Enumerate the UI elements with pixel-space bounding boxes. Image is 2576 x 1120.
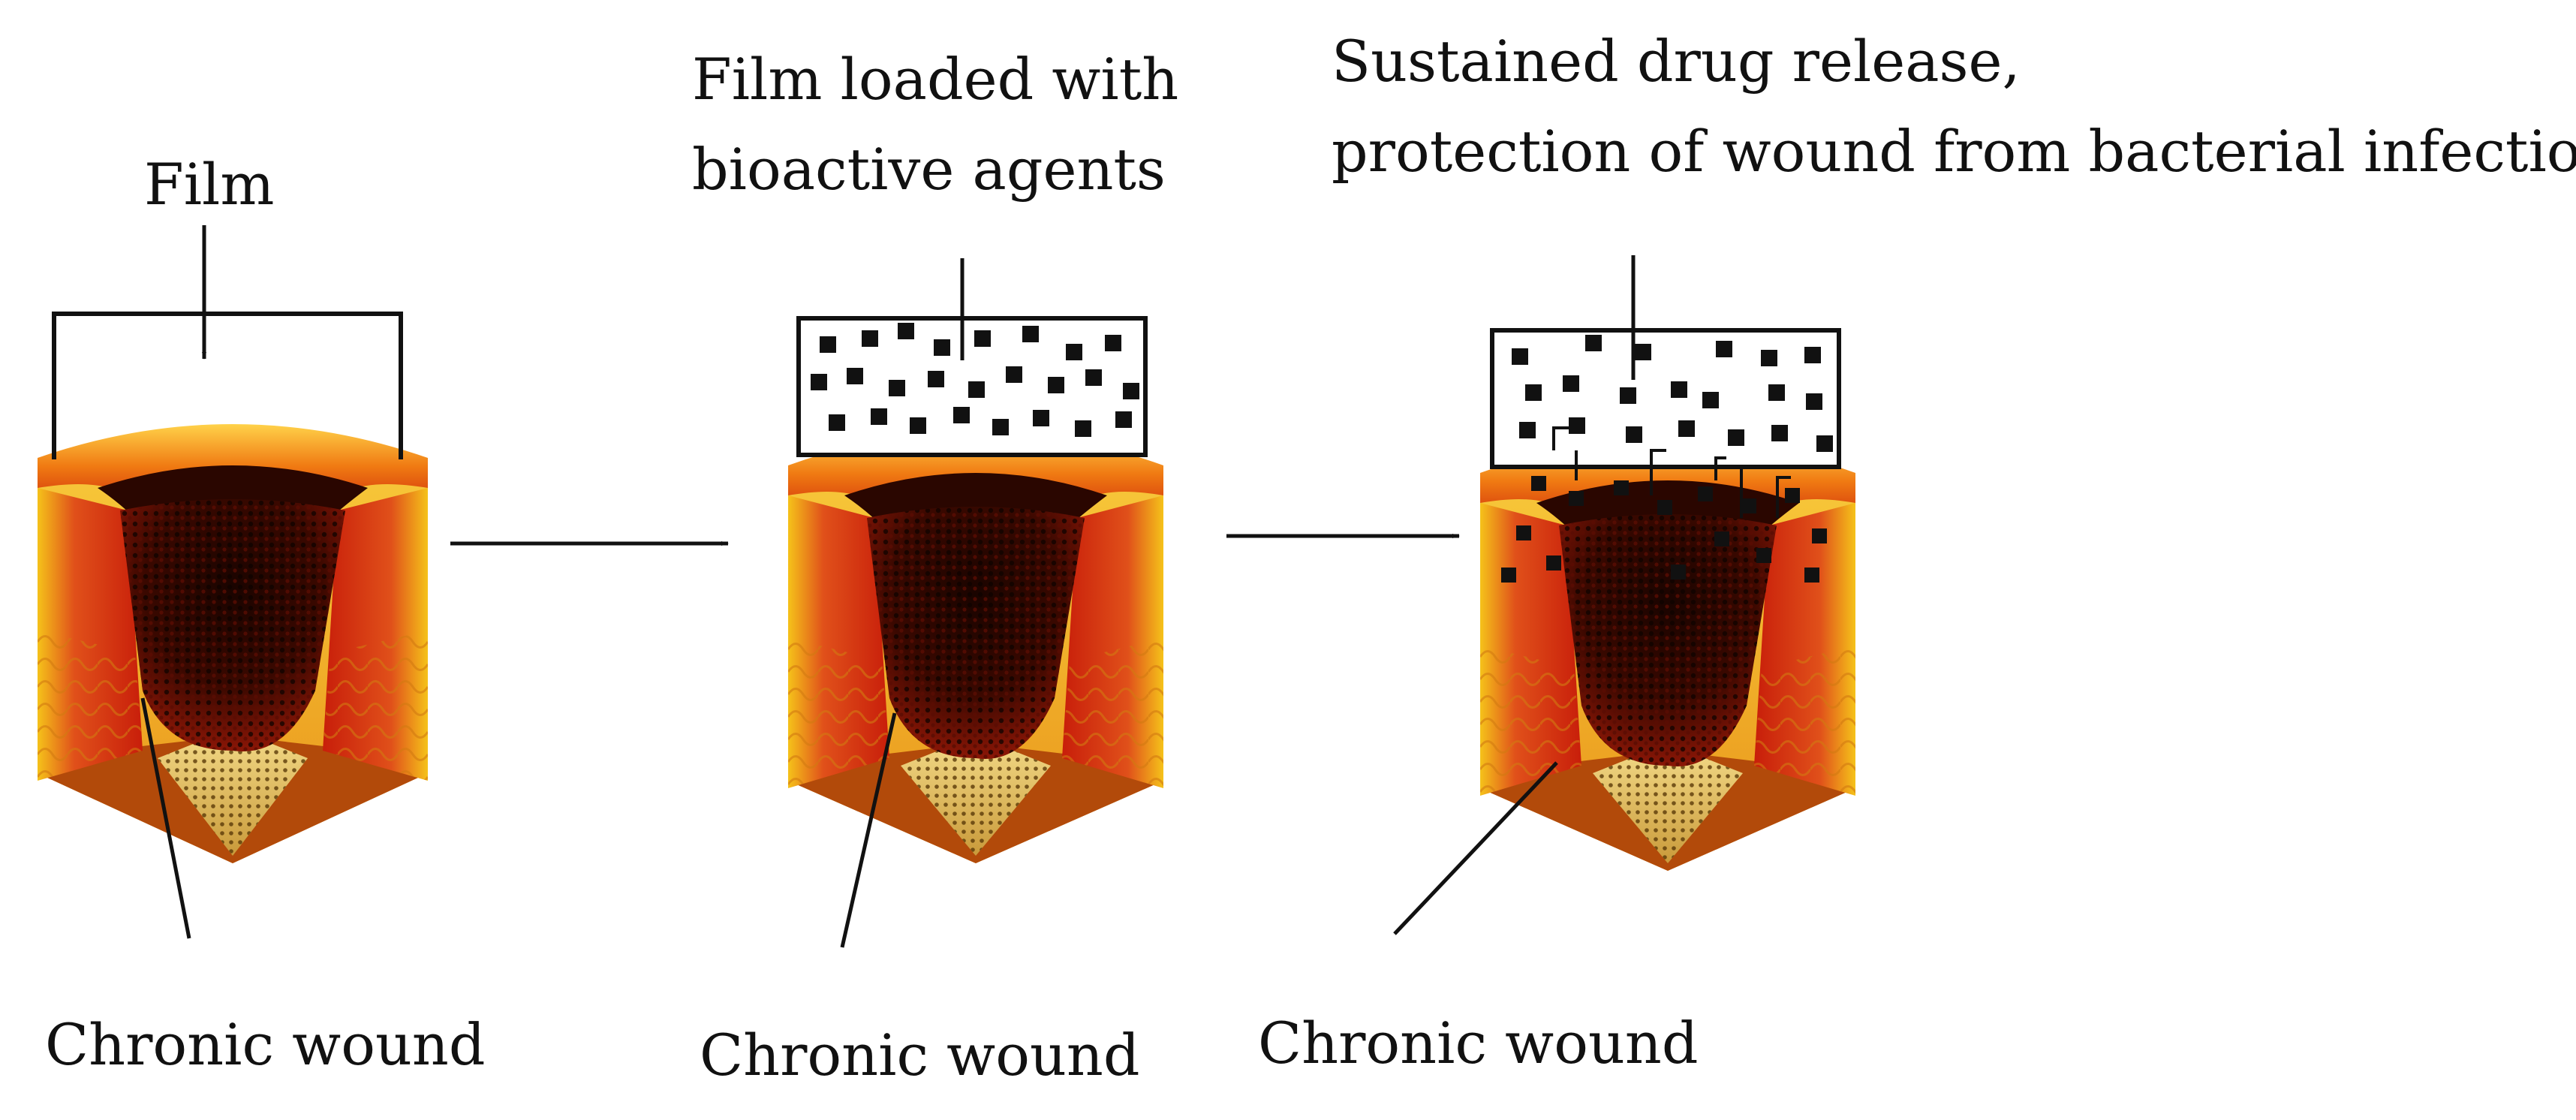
- chronic-wound-label-1: Chronic wound: [45, 1011, 486, 1078]
- panel-2: Film loaded with bioactive agents Chroni…: [692, 46, 1178, 1088]
- releasing-film-3: [1490, 328, 1841, 469]
- film-label: Film: [144, 151, 274, 218]
- wound-tissue-1: [38, 424, 428, 863]
- wound-pointer-2: [840, 712, 897, 948]
- release-label-line2: protection of wound from bacterial infec…: [1332, 118, 2576, 185]
- panel-3: Sustained drug release, protection of wo…: [1258, 28, 2576, 1076]
- chronic-wound-label-3: Chronic wound: [1258, 1010, 1699, 1076]
- release-pathways: [1552, 426, 1791, 518]
- wound-pointer-3: [1393, 761, 1558, 935]
- bioactive-particles-2: [811, 323, 1139, 437]
- chronic-wound-label-2: Chronic wound: [700, 1022, 1140, 1088]
- loaded-film-label-line1: Film loaded with: [692, 46, 1178, 113]
- release-label-line1: Sustained drug release,: [1332, 28, 2021, 95]
- film-bracket-1: [52, 312, 403, 459]
- wound-tissue-2: [788, 432, 1163, 863]
- bioactive-particles-3: [1512, 335, 1833, 452]
- released-drug-particles: [1501, 476, 1827, 583]
- wound-pointer-1: [140, 697, 191, 939]
- loaded-film-label-line2: bioactive agents: [692, 136, 1166, 203]
- panel-1: Film Chronic wound: [38, 151, 486, 1078]
